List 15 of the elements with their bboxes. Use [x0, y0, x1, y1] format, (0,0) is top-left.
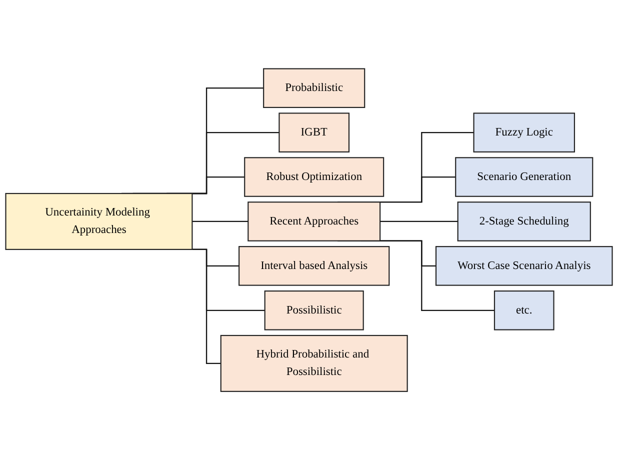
- node-box: etc.: [494, 290, 554, 331]
- node-box: Interval based Analysis: [238, 246, 390, 286]
- connector: [380, 221, 458, 222]
- node-box: Fuzzy Logic: [473, 113, 575, 153]
- node-box: Uncertainity Modeling Approaches: [5, 193, 193, 250]
- node-box: Hybrid Probabilistic and Possibilistic: [220, 335, 408, 392]
- node-box: Probabilistic: [263, 68, 366, 108]
- node-box: Worst Case Scenario Analyis: [435, 246, 613, 286]
- node-box: Robust Optimization: [244, 158, 384, 198]
- node-box: 2-Stage Scheduling: [457, 202, 591, 242]
- node-box: IGBT: [278, 113, 350, 153]
- node-box: Possibilistic: [264, 290, 364, 331]
- connector: [192, 221, 249, 222]
- node-box: Recent Approaches: [248, 202, 381, 242]
- node-box: Scenario Generation: [455, 158, 594, 198]
